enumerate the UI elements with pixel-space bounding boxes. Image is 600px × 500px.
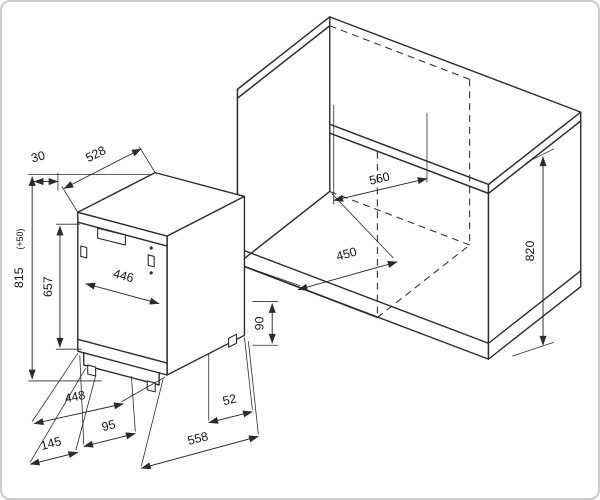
- door-screw-top: [149, 246, 153, 250]
- dim-width-448: 448: [31, 352, 166, 426]
- control-panel: [97, 227, 126, 246]
- foot-front-left: [87, 364, 97, 377]
- dim-niche-depth: 560: [333, 105, 428, 205]
- dim-door-height-657: 657: [41, 223, 82, 350]
- door-height-label: 657: [41, 276, 55, 297]
- cabinet-right-face: [487, 120, 582, 360]
- niche-depth-label: 560: [368, 169, 391, 187]
- plinth-height-label: 90: [252, 316, 266, 330]
- dishwasher-width-label: 448: [63, 388, 86, 406]
- niche-floor-edge: [236, 263, 379, 319]
- door-mount-right: [147, 254, 155, 268]
- dim-plinth-height-90: 90: [252, 301, 279, 346]
- door-screw-bottom: [149, 271, 153, 275]
- door-bottom-line: [77, 338, 168, 364]
- dishwasher-height-label: 815: [12, 267, 26, 288]
- door-mount-left: [80, 245, 88, 259]
- top-clearance-label: 30: [30, 148, 47, 165]
- niche-width-label: 450: [335, 244, 359, 263]
- niche-back-top-edge: [329, 25, 470, 80]
- plinth-recess: [83, 352, 160, 386]
- base-side-inset-label: 95: [100, 417, 117, 434]
- niche-height-label: 820: [523, 241, 537, 262]
- dim-base-side-95: 95: [79, 355, 136, 448]
- dim-top-clearance-30: 30: [30, 148, 59, 191]
- base-back-inset-label: 52: [221, 391, 238, 408]
- niche-inner-bottom-edge: [377, 244, 470, 318]
- dim-niche-height: 820: [512, 148, 555, 357]
- dim-door-width-446: 446: [85, 266, 160, 305]
- dim-height-815: 815 (+50): [12, 174, 152, 382]
- dishwasher-depth-label: 528: [83, 143, 108, 165]
- cabinet-kick-line-front: [236, 247, 490, 344]
- dim-depth-total-558: 558: [140, 341, 259, 470]
- door-width-label: 446: [112, 266, 136, 285]
- dishwasher-drawing: [77, 171, 246, 393]
- cabinet-kick-line-right: [487, 270, 582, 344]
- depth-with-door-label: 558: [186, 429, 210, 448]
- base-front-inset-label: 145: [39, 434, 63, 453]
- dim-niche-width: 450: [240, 193, 398, 291]
- dim-base-front-145: 145: [29, 367, 97, 466]
- dishwasher-door: [77, 221, 168, 364]
- foot-back: [228, 333, 238, 348]
- dishwasher-height-adjust-label: (+50): [15, 229, 25, 250]
- cabinet-drawing: [236, 16, 582, 360]
- dim-base-back-52: 52: [208, 337, 253, 424]
